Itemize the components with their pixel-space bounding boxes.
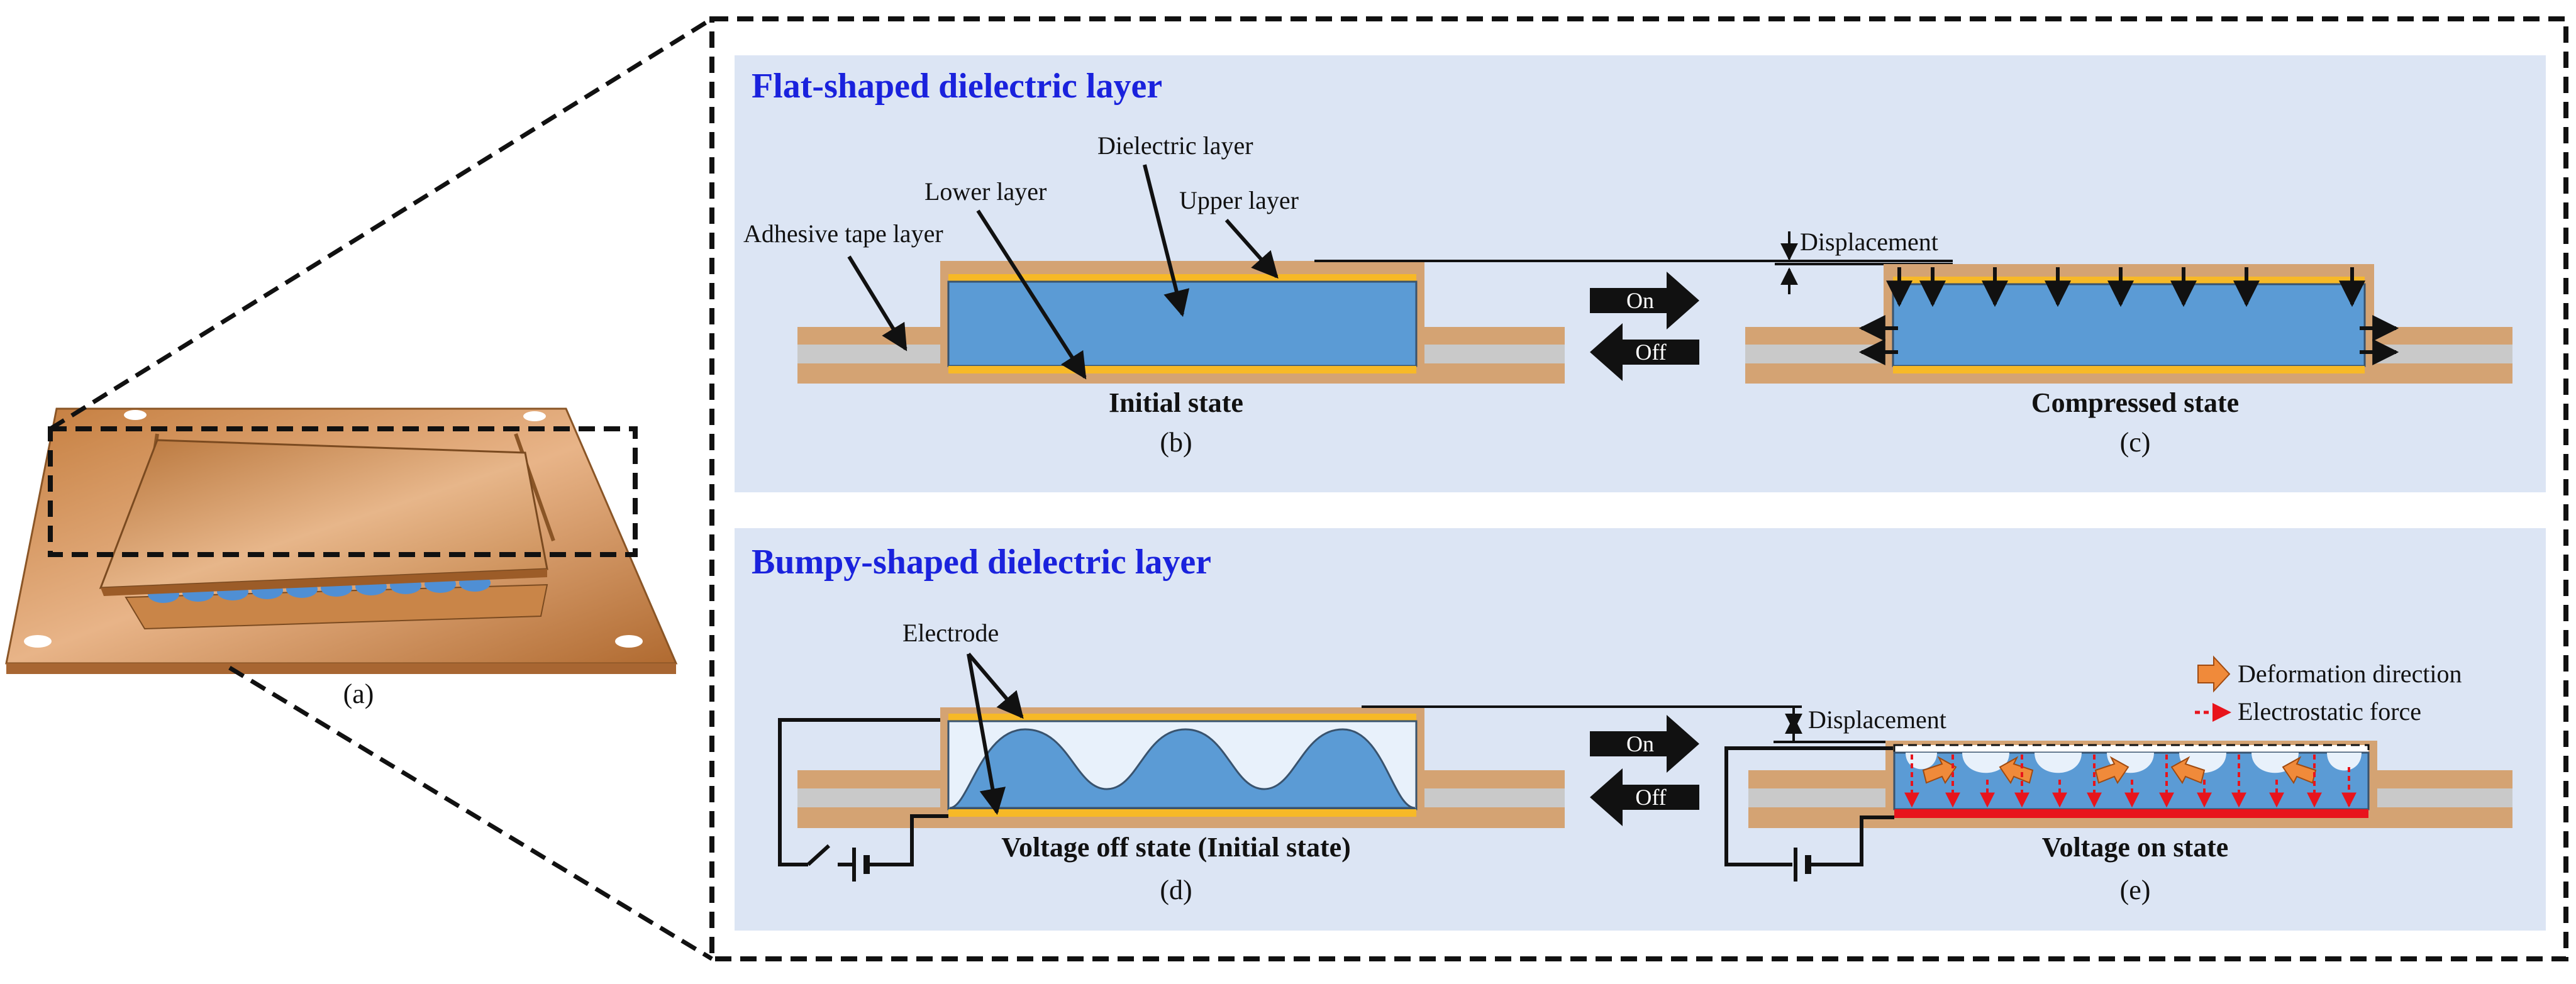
flat-on-arrow: On [1590,272,1699,329]
deformation-direction-icon [2197,655,2231,693]
flat-off-label: Off [1635,340,1666,365]
flat-title: Flat-shaped dielectric layer [752,67,1162,106]
compressed-state-label: Compressed state [2031,387,2239,418]
voltage-on-caption: (e) [2120,875,2151,905]
label-dielectric-layer: Dielectric layer [1097,131,1253,160]
legend-electrostatic-force: Electrostatic force [2238,697,2421,726]
deformation-arrows [1922,756,2317,784]
voltage-off-state-label: Voltage off state (Initial state) [1001,832,1351,863]
expansion-arrows [1858,315,2399,365]
compressed-caption: (c) [2120,427,2151,458]
compression-arrows [1886,267,2365,307]
bumpy-off-label: Off [1635,785,1666,810]
bumpy-panel: Bumpy-shaped dielectric layer Electrode … [735,528,2546,931]
flat-panel: Flat-shaped dielectric layer Dielectric … [735,55,2546,492]
bumpy-on-stack [1724,741,2512,882]
bumpy-displacement-label: Displacement [1808,705,1946,734]
outer-frame [709,16,2568,961]
battery-icon [852,848,870,882]
selection-box [48,426,638,557]
bumpy-on-arrow: On [1590,715,1699,773]
flat-off-arrow: Off [1590,323,1699,381]
switch-icon [806,844,831,866]
bumpy-on-label: On [1626,731,1654,756]
flat-initial-stack [797,261,1565,384]
electrostatic-arrows [1904,755,2357,808]
panel-a-caption: (a) [343,678,374,709]
flat-displacement-label: Displacement [1800,228,1938,256]
label-adhesive-tape-layer: Adhesive tape layer [743,219,943,248]
label-upper-layer: Upper layer [1179,186,1299,214]
flat-on-label: On [1626,288,1654,313]
label-electrode: Electrode [902,619,999,647]
initial-state-label: Initial state [1109,387,1243,418]
label-lower-layer: Lower layer [924,177,1046,206]
legend: Deformation direction Electrostatic forc… [2195,655,2462,726]
bumpy-off-stack [778,707,1565,882]
battery-icon [1794,848,1811,882]
bumpy-off-arrow: Off [1590,768,1699,826]
initial-caption: (b) [1160,427,1192,458]
voltage-on-state-label: Voltage on state [2042,832,2229,863]
flat-compressed-stack [1745,264,2512,384]
voltage-off-caption: (d) [1160,875,1192,905]
legend-deformation-direction: Deformation direction [2238,660,2462,688]
panel-a-device: (a) [5,17,713,961]
bumpy-title: Bumpy-shaped dielectric layer [752,543,1211,582]
